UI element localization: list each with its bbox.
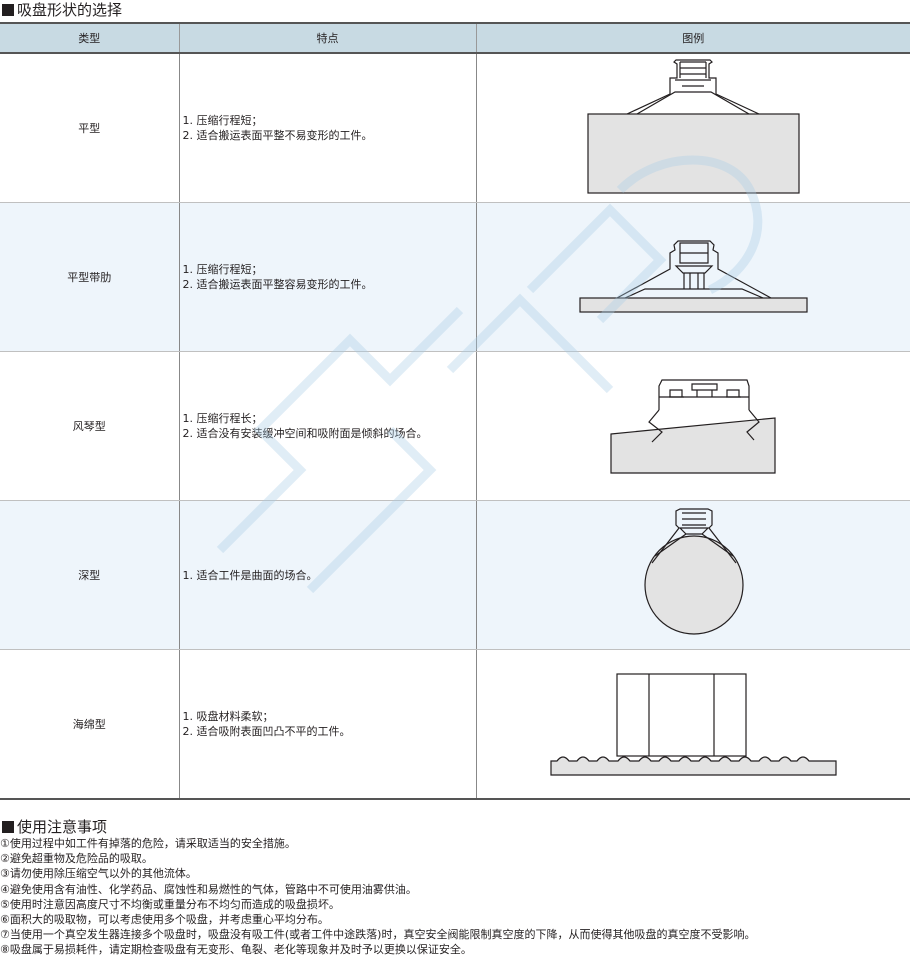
figure-cell: [476, 501, 910, 650]
features-cell: 1. 适合工件是曲面的场合。: [179, 501, 476, 650]
column-header-features: 特点: [179, 23, 476, 53]
suction-cup-shape-table: 类型 特点 图例 平型 1. 压缩行程短； 2. 适合搬运表面平整不易变形的工件…: [0, 22, 910, 800]
note-item: ⑦当使用一个真空发生器连接多个吸盘时，吸盘没有吸工件(或者工件中途跌落)时，真空…: [0, 927, 755, 942]
table-row: 海绵型 1. 吸盘材料柔软； 2. 适合吸附表面凹凸不平的工件。: [0, 650, 910, 800]
table-header-row: 类型 特点 图例: [0, 23, 910, 53]
sponge-cup-diagram-icon: [477, 650, 910, 798]
figure-cell: [476, 650, 910, 800]
usage-notes-list: ①使用过程中如工件有掉落的危险，请采取适当的安全措施。 ②避免超重物及危险品的吸…: [0, 836, 755, 958]
figure-cell: [476, 352, 910, 501]
type-cell: 海绵型: [0, 650, 179, 800]
features-cell: 1. 压缩行程短； 2. 适合搬运表面平整不易变形的工件。: [179, 53, 476, 203]
features-cell: 1. 压缩行程长； 2. 适合没有安装缓冲空间和吸附面是倾斜的场合。: [179, 352, 476, 501]
table-row: 平型带肋 1. 压缩行程短； 2. 适合搬运表面平整容易变形的工件。: [0, 203, 910, 352]
features-cell: 1. 压缩行程短； 2. 适合搬运表面平整容易变形的工件。: [179, 203, 476, 352]
figure-cell: [476, 53, 910, 203]
note-item: ④避免使用含有油性、化学药品、腐蚀性和易燃性的气体，管路中不可使用油雾供油。: [0, 882, 755, 897]
flat-ribbed-cup-diagram-icon: [477, 203, 910, 351]
column-header-figure: 图例: [476, 23, 910, 53]
deep-cup-diagram-icon: [477, 501, 910, 649]
square-bullet-icon: [2, 821, 14, 833]
note-item: ①使用过程中如工件有掉落的危险，请采取适当的安全措施。: [0, 836, 755, 851]
note-item: ③请勿使用除压缩空气以外的其他流体。: [0, 866, 755, 881]
flat-cup-diagram-icon: [477, 54, 910, 202]
note-item: ⑤使用时注意因高度尺寸不均衡或重量分布不均匀而造成的吸盘损坏。: [0, 897, 755, 912]
features-cell: 1. 吸盘材料柔软； 2. 适合吸附表面凹凸不平的工件。: [179, 650, 476, 800]
type-cell: 平型: [0, 53, 179, 203]
table-row: 风琴型 1. 压缩行程长； 2. 适合没有安装缓冲空间和吸附面是倾斜的场合。: [0, 352, 910, 501]
section-title-usage-notes: 使用注意事项: [0, 818, 107, 836]
table-row: 平型 1. 压缩行程短； 2. 适合搬运表面平整不易变形的工件。: [0, 53, 910, 203]
figure-cell: [476, 203, 910, 352]
type-cell: 深型: [0, 501, 179, 650]
section-title-shape-selection: 吸盘形状的选择: [0, 1, 122, 19]
note-item: ②避免超重物及危险品的吸取。: [0, 851, 755, 866]
column-header-type: 类型: [0, 23, 179, 53]
type-cell: 风琴型: [0, 352, 179, 501]
note-item: ⑧吸盘属于易损耗件，请定期检查吸盘有无变形、龟裂、老化等现象并及时予以更换以保证…: [0, 942, 755, 957]
bellows-cup-diagram-icon: [477, 352, 910, 500]
square-bullet-icon: [2, 4, 14, 16]
note-item: ⑥面积大的吸取物，可以考虑使用多个吸盘，并考虑重心平均分布。: [0, 912, 755, 927]
type-cell: 平型带肋: [0, 203, 179, 352]
table-row: 深型 1. 适合工件是曲面的场合。: [0, 501, 910, 650]
